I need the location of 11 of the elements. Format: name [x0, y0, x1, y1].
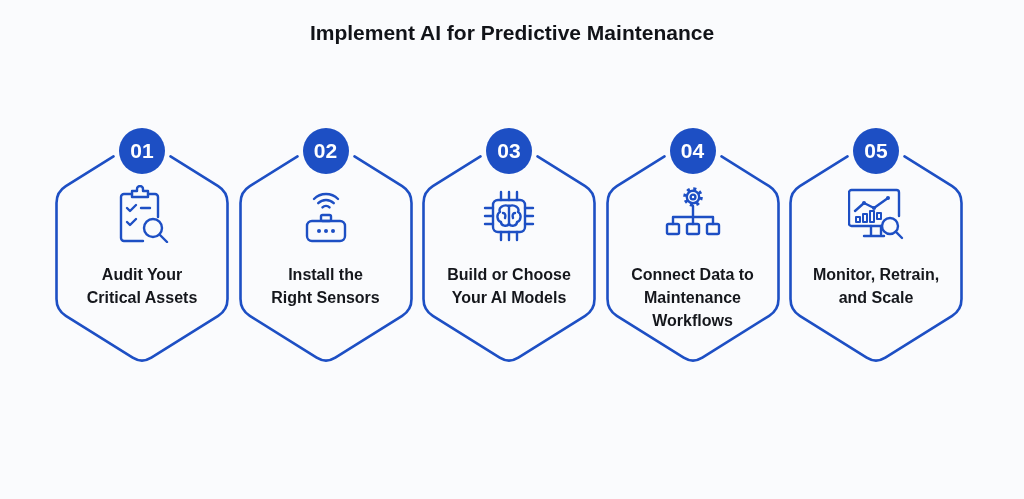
step-number-badge: 01 — [119, 128, 165, 174]
step-title: Monitor, Retrain, and Scale — [811, 265, 941, 308]
step-title: Build or Choose Your AI Models — [446, 265, 572, 308]
step-number-badge: 05 — [853, 128, 899, 174]
title: Implement AI for Predictive Maintenance — [309, 20, 715, 46]
step-title: Connect Data to Maintenance Workflows — [630, 265, 755, 331]
step-number-badge: 02 — [302, 128, 349, 174]
step-number-badge: 04 — [669, 128, 716, 174]
step-title: Audit Your Critical Assets — [85, 265, 199, 308]
step-title: Install the Right Sensors — [270, 265, 381, 308]
step-number-badge: 03 — [486, 128, 532, 174]
